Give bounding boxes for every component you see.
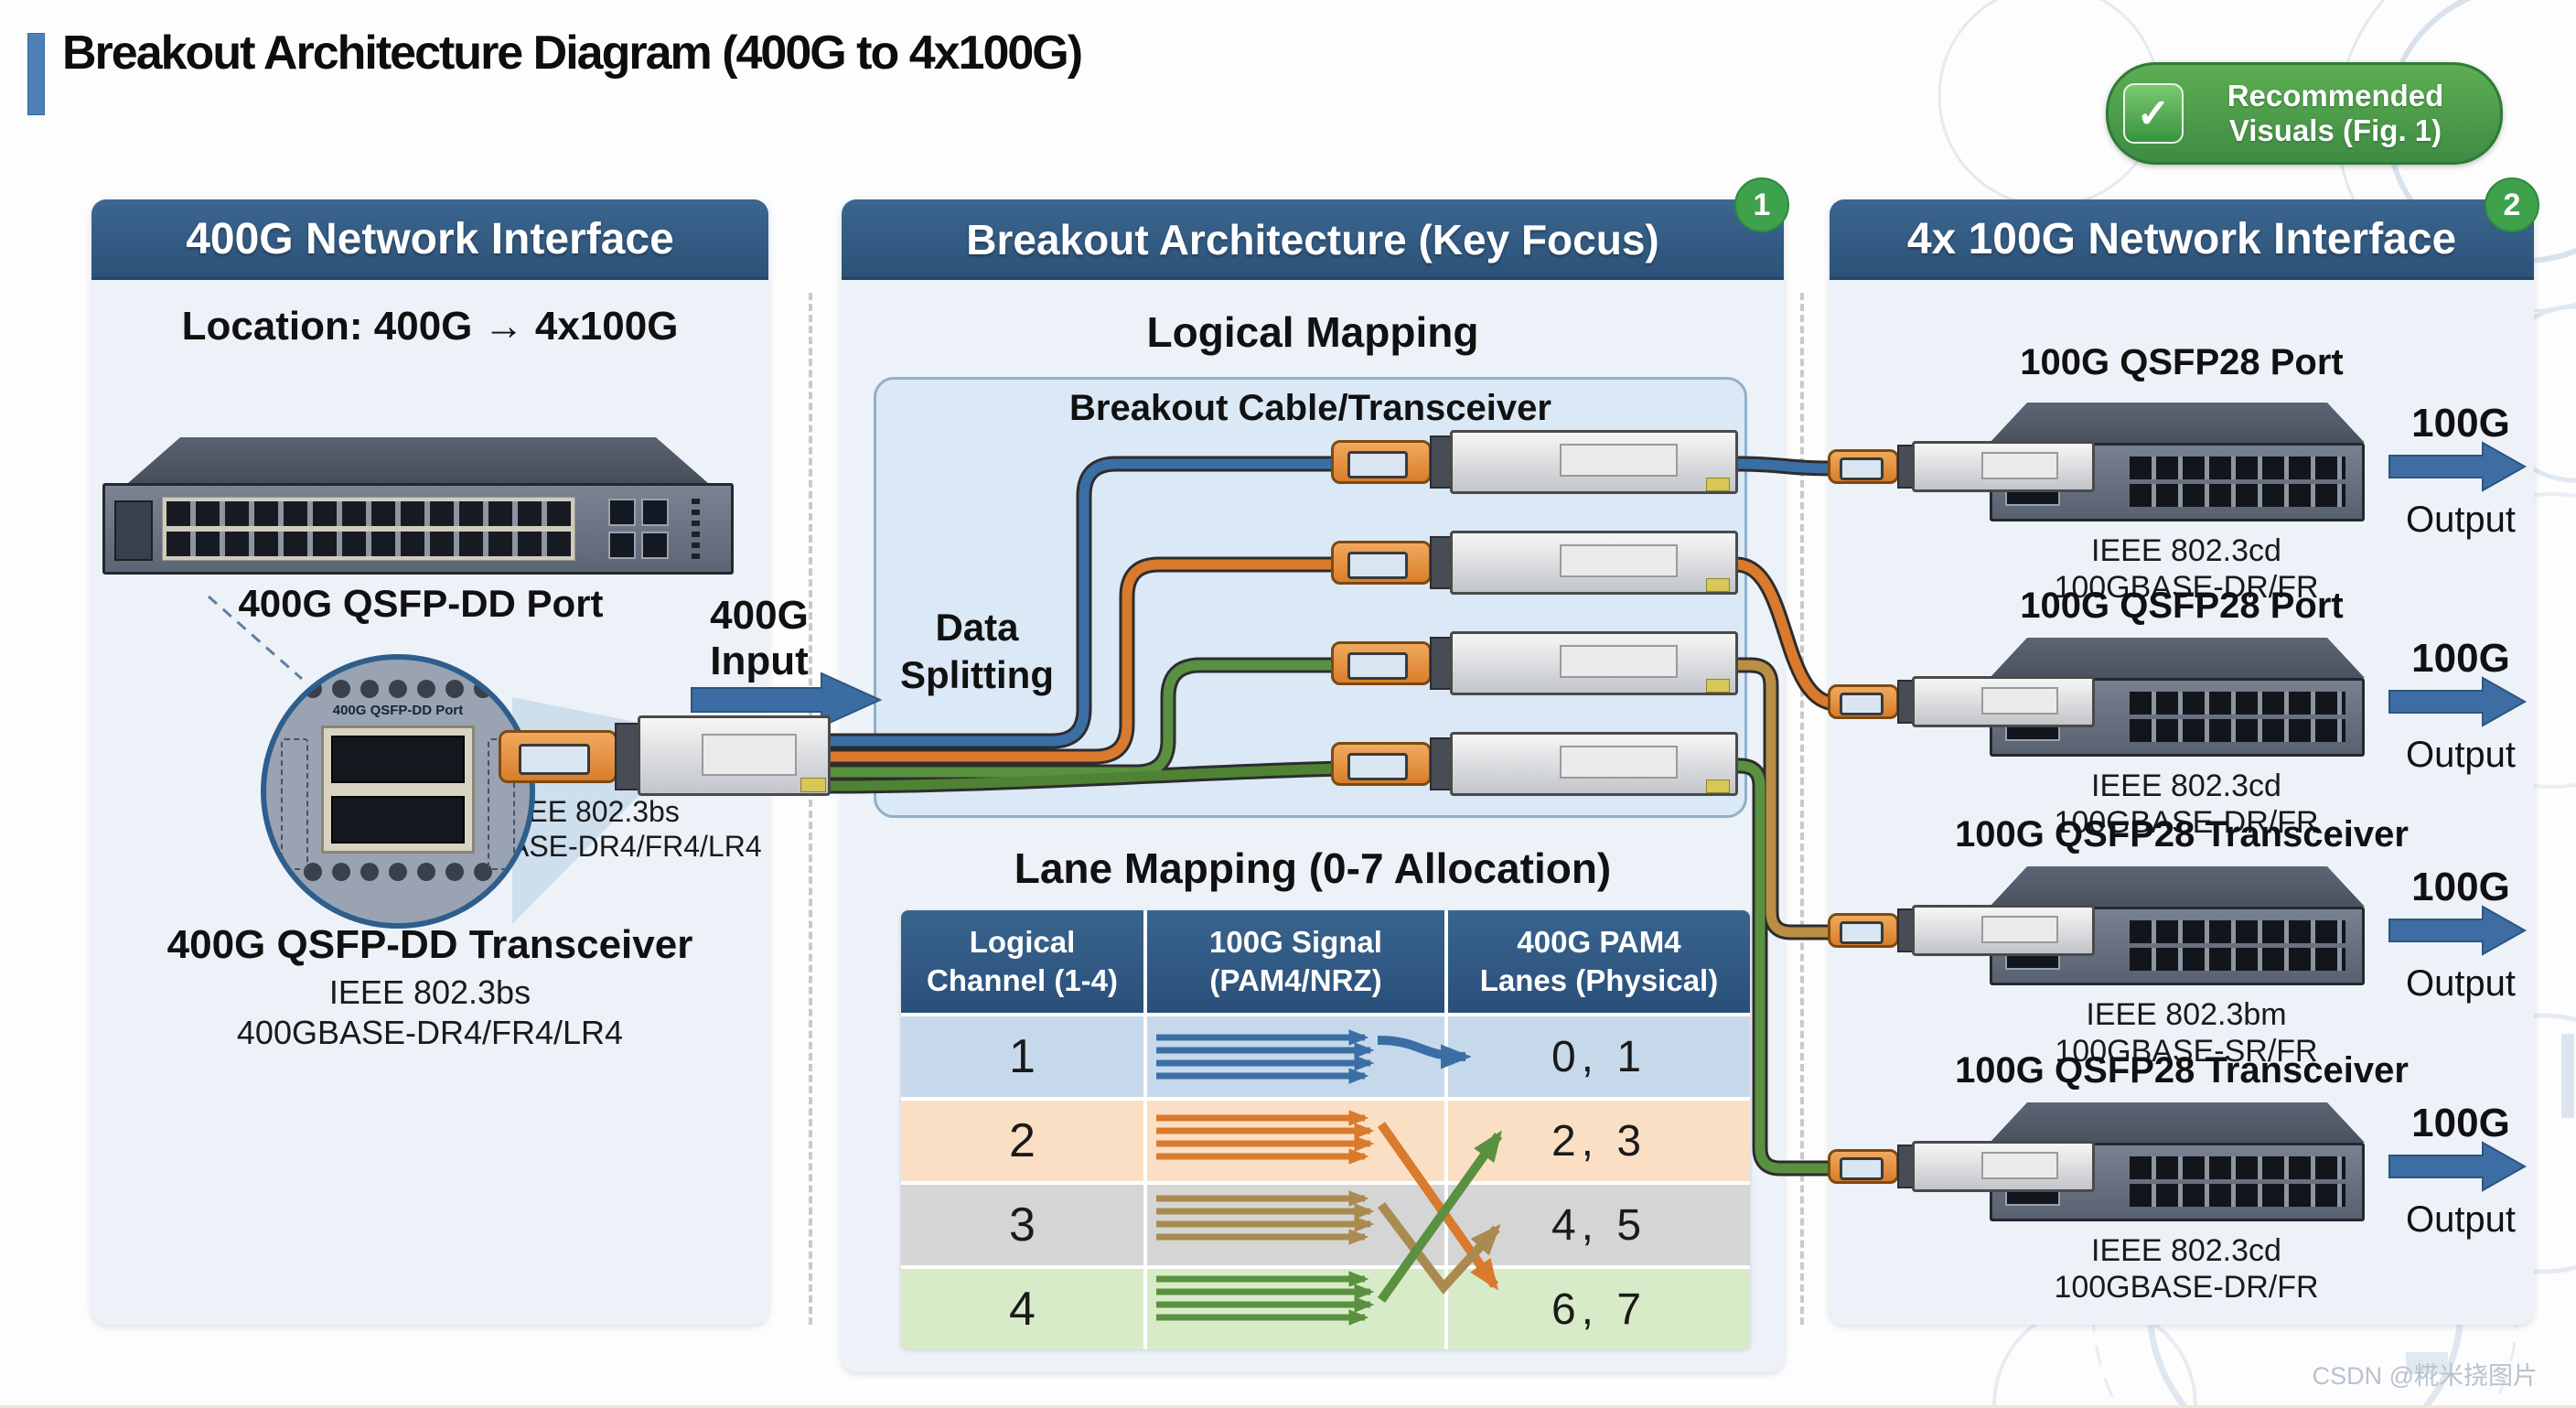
- panel-4x100g-header: 4x 100G Network Interface: [1830, 199, 2534, 280]
- panel-divider-left: [809, 293, 812, 1325]
- 400g-transceiver-illustration: [499, 715, 831, 796]
- location-label: Location: 400G → 4x100G: [181, 304, 679, 349]
- breakout-transceiver-4: [1331, 732, 1738, 796]
- output-label: Output: [2405, 963, 2517, 1004]
- 400g-standard-line4: 400GBASE-DR4/FR4/LR4: [236, 1014, 624, 1051]
- table-row-channel: 2: [901, 1101, 1143, 1181]
- recommended-badge-label: Recommended Visuals (Fig. 1): [2227, 79, 2444, 147]
- col-header-100g-signal: 100G Signal(PAM4/NRZ): [1147, 910, 1444, 1013]
- table-row-signal: [1147, 1016, 1444, 1097]
- magnifier-bracket-left: [281, 738, 308, 870]
- right-section-title: 100G QSFP28 Port: [2020, 342, 2344, 382]
- watermark: CSDN @糀米挠图片: [2312, 1362, 2538, 1390]
- rate-label: 100G: [2411, 865, 2510, 909]
- switch-chassis-top: [128, 437, 708, 483]
- transceiver-neck: [615, 723, 639, 790]
- rate-label: 100G: [2411, 636, 2510, 681]
- right-std2: 100GBASE-DR/FR: [2054, 570, 2319, 605]
- right-section-title: 100G QSFP28 Transceiver: [1955, 1050, 2409, 1091]
- panel-divider-right: [1800, 293, 1804, 1325]
- right-std1: IEEE 802.3cd: [2091, 1233, 2281, 1268]
- input-label: 400G Input: [710, 593, 809, 683]
- breakout-box-title: Breakout Cable/Transceiver: [1069, 388, 1551, 428]
- table-row-signal: [1147, 1269, 1444, 1349]
- magnifier-dots-top: [266, 680, 530, 698]
- table-row-lanes: 6, 7: [1448, 1269, 1750, 1349]
- breakout-transceiver-1: [1331, 430, 1738, 494]
- magnifier-port-slots: [321, 725, 475, 854]
- breakout-transceiver-2: [1331, 531, 1738, 595]
- magnifier-label: 400G QSFP-DD Port: [332, 703, 464, 718]
- table-row-channel: 1: [901, 1016, 1143, 1097]
- port-magnifier: 400G QSFP-DD Port: [261, 654, 535, 929]
- table-row-lanes: 2, 3: [1448, 1101, 1750, 1181]
- table-row-lanes: 4, 5: [1448, 1185, 1750, 1265]
- recommended-badge: ✓ Recommended Visuals (Fig. 1): [2106, 62, 2503, 165]
- breakout-transceiver-3: [1331, 631, 1738, 695]
- right-std1: IEEE 802.3cd: [2091, 768, 2281, 803]
- switch-rj45-ports: [608, 499, 672, 559]
- output-label: Output: [2405, 735, 2517, 775]
- table-row-signal: [1147, 1185, 1444, 1265]
- plugged-transceiver-1: [1828, 441, 2095, 492]
- transceiver-body-label-area: [702, 734, 797, 776]
- title-accent-bar: [27, 33, 45, 115]
- step-2-badge: 2: [2485, 177, 2539, 232]
- right-std1: IEEE 802.3cd: [2091, 533, 2281, 568]
- plugged-transceiver-2: [1828, 676, 2095, 727]
- switch-port-row: [166, 501, 571, 526]
- table-row-lanes: 0, 1: [1448, 1016, 1750, 1097]
- step-1-badge: 1: [1734, 177, 1789, 232]
- table-row-channel: 4: [901, 1269, 1143, 1349]
- output-label: Output: [2405, 1199, 2517, 1240]
- table-row-signal: [1147, 1101, 1444, 1181]
- pull-tab-hole: [519, 744, 590, 775]
- lane-mapping-title: Lane Mapping (0-7 Allocation): [1014, 844, 1612, 892]
- table-row-channel: 3: [901, 1185, 1143, 1265]
- data-splitting-label: Data Splitting: [900, 606, 1054, 696]
- check-icon: ✓: [2123, 83, 2184, 144]
- right-section-title: 100G QSFP28 Port: [2020, 586, 2344, 626]
- 400g-transceiver-title: 400G QSFP-DD Transceiver: [166, 922, 693, 967]
- qsfpdd-port-label: 400G QSFP-DD Port: [238, 582, 604, 625]
- switch-port-strip: [162, 497, 575, 561]
- page-title: Breakout Architecture Diagram (400G to 4…: [62, 27, 1083, 80]
- right-std2: 100GBASE-SR/FR: [2055, 1034, 2318, 1069]
- plugged-transceiver-4: [1828, 1141, 2095, 1192]
- right-std2: 100GBASE-DR/FR: [2054, 1270, 2319, 1305]
- plugged-transceiver-3: [1828, 905, 2095, 956]
- port-slot: [331, 736, 465, 783]
- right-std2: 100GBASE-DR/FR: [2054, 805, 2319, 840]
- panel-400g-header: 400G Network Interface: [91, 199, 768, 280]
- switch-mgmt-port: [114, 500, 153, 561]
- output-label: Output: [2405, 500, 2517, 540]
- transceiver-key-notch: [800, 778, 826, 792]
- switch-led-dots: [692, 499, 700, 559]
- logical-mapping-title: Logical Mapping: [1146, 308, 1479, 356]
- rate-label: 100G: [2411, 401, 2510, 446]
- magnifier-dots-bottom: [266, 863, 530, 881]
- right-section-title: 100G QSFP28 Transceiver: [1955, 814, 2409, 854]
- rate-label: 100G: [2411, 1101, 2510, 1145]
- port-slot: [331, 796, 465, 844]
- switch-front: [102, 483, 734, 575]
- 400g-standard-line3: IEEE 802.3bs: [328, 973, 531, 1011]
- panel-breakout-header: Breakout Architecture (Key Focus): [842, 199, 1784, 280]
- switch-port-row: [166, 532, 571, 556]
- 400g-switch-illustration: [102, 437, 734, 575]
- right-std1: IEEE 802.3bm: [2086, 997, 2287, 1032]
